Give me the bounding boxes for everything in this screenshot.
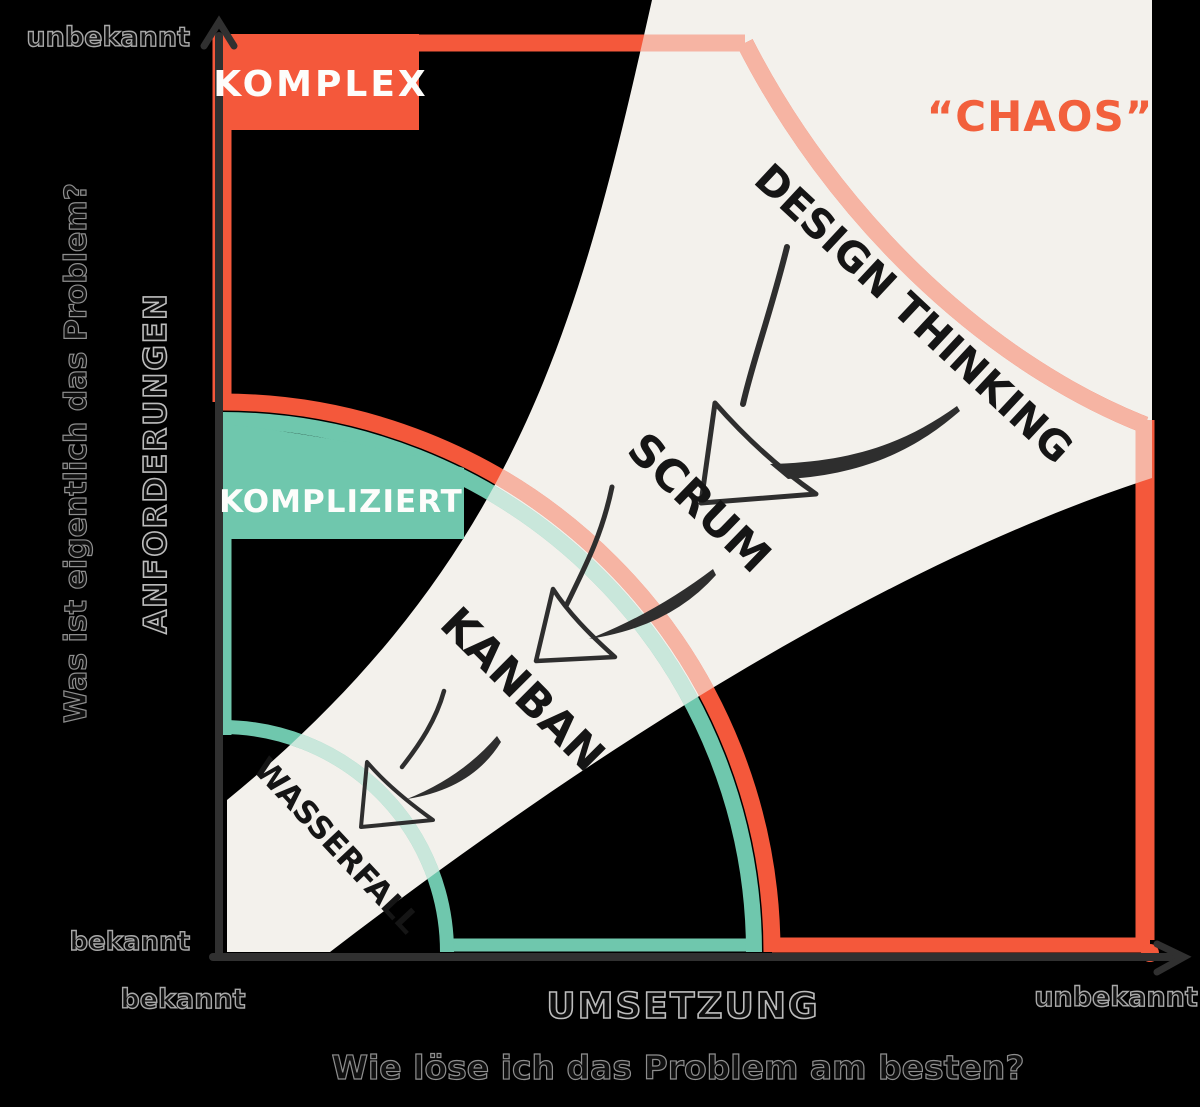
- chaos-zone-label: “CHAOS”: [927, 92, 1154, 141]
- x-axis-min-label: bekannt: [120, 984, 245, 1015]
- arrow-shaft: [740, 244, 790, 407]
- arrow-swoosh: [407, 736, 501, 799]
- y-axis-arrowhead: [200, 15, 238, 50]
- kompliziert-zone-box: [222, 424, 464, 539]
- y-axis-title: ANFORDERUNGEN: [138, 292, 174, 634]
- arrow-design-thinking-to-scrum: [698, 244, 960, 506]
- x-axis-question: Wie löse ich das Problem am besten?: [332, 1048, 1025, 1087]
- kompliziert-zone-label: KOMPLIZIERT: [219, 484, 463, 520]
- y-axis-max-label: unbekannt: [26, 22, 190, 53]
- arrow-swoosh: [770, 406, 960, 479]
- arrow-head: [359, 760, 435, 829]
- arrow-shaft: [563, 484, 615, 609]
- komplex-zone-label: KOMPLEX: [213, 64, 428, 105]
- x-axis-max-label: unbekannt: [1034, 982, 1198, 1013]
- x-axis-arrowhead: [1153, 940, 1192, 976]
- arrow-scrum-to-kanban: [533, 484, 716, 664]
- x-axis-title: UMSETZUNG: [546, 986, 819, 1027]
- y-axis-min-label: bekannt: [69, 927, 190, 957]
- axes: [200, 15, 1192, 976]
- arrow-head: [698, 400, 819, 506]
- arrow-shaft: [399, 688, 447, 770]
- komplex-zone-box: [222, 34, 419, 130]
- arrow-kanban-to-wasserfall: [359, 688, 501, 829]
- y-axis-question: Was ist eigentlich das Problem?: [59, 183, 94, 723]
- arrow-head: [533, 586, 618, 664]
